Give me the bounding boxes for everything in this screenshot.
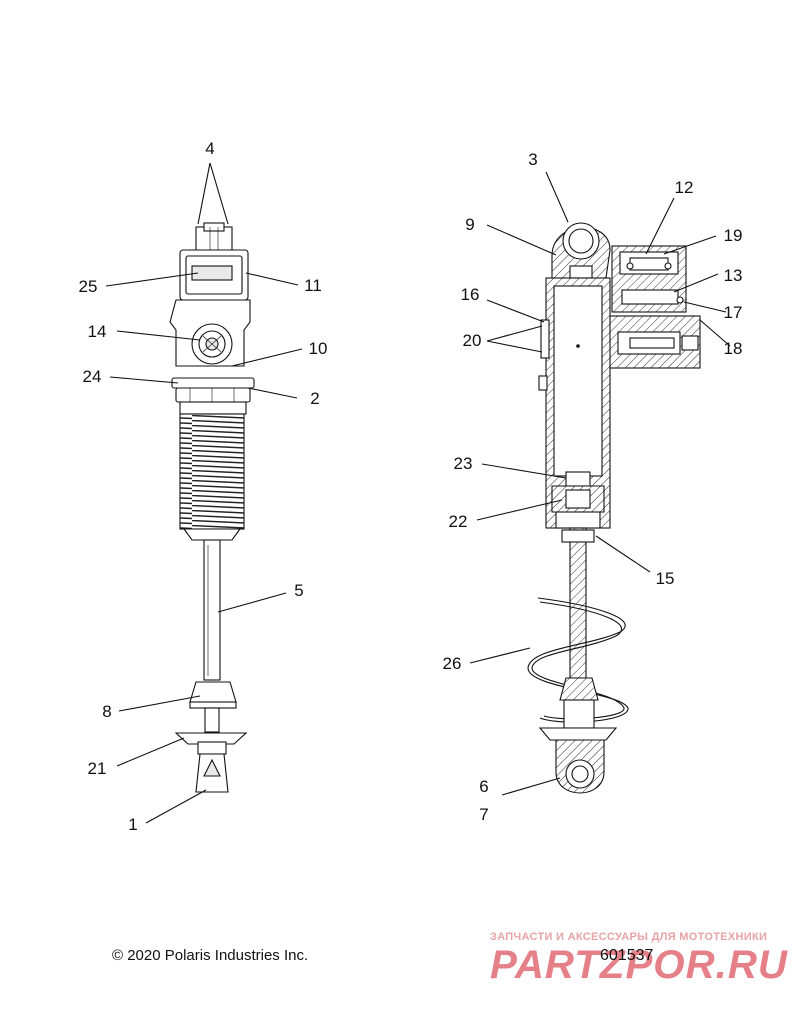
callout-19: 19	[724, 226, 743, 245]
callout-24: 24	[83, 367, 102, 386]
callout-8: 8	[102, 702, 111, 721]
callout-26: 26	[443, 654, 462, 673]
coil-spring	[527, 597, 629, 723]
lock-ring	[175, 387, 251, 403]
spring-retainer	[174, 732, 248, 745]
callout-17: 17	[724, 303, 743, 322]
drawing-number: 601537	[600, 947, 653, 964]
valve-shim	[621, 289, 679, 305]
callout-2: 2	[310, 389, 319, 408]
copyright-notice: © 2020 Polaris Industries Inc.	[112, 947, 308, 964]
callout-12: 12	[675, 178, 694, 197]
callout-18: 18	[724, 339, 743, 358]
callout-15: 15	[656, 569, 675, 588]
callout-7: 7	[479, 805, 488, 824]
callout-13: 13	[724, 266, 743, 285]
watermark-tagline: ЗАПЧАСТИ И АКСЕССУАРЫ ДЛЯ МОТОТЕХНИКИ	[490, 931, 767, 943]
right-spring-retainer	[538, 727, 618, 741]
callout-11: 11	[304, 276, 322, 295]
callout-23: 23	[454, 454, 473, 473]
callout-3: 3	[528, 150, 537, 169]
leader-lines	[105, 162, 731, 824]
callout-1: 1	[128, 815, 137, 834]
callout-labels: 4 25 11 14 10 24 2 5 8 21 1 3 9 12 19 13…	[79, 139, 743, 834]
callout-14: 14	[88, 322, 107, 341]
callout-21: 21	[88, 759, 107, 778]
preload-ring	[171, 377, 255, 389]
callout-5: 5	[294, 581, 303, 600]
callout-6: 6	[479, 777, 488, 796]
callout-16: 16	[461, 285, 480, 304]
collar	[179, 401, 247, 415]
callout-9: 9	[465, 215, 474, 234]
bump-stop	[189, 681, 237, 703]
right-bump-stop	[559, 677, 599, 701]
shock-shaft	[203, 539, 221, 681]
right-shock-assembly	[527, 222, 701, 794]
watermark-brand: PARTZPOR.RU	[490, 943, 788, 987]
body-seals	[540, 319, 550, 359]
callout-22: 22	[449, 512, 468, 531]
callout-10: 10	[309, 339, 328, 358]
callout-20: 20	[463, 331, 482, 350]
callout-4: 4	[205, 139, 214, 158]
left-shock-assembly	[169, 222, 255, 793]
body-bottom-cap	[182, 528, 242, 541]
reservoir-label-area	[191, 265, 233, 281]
threaded-body	[179, 413, 245, 530]
callout-25: 25	[79, 277, 98, 296]
